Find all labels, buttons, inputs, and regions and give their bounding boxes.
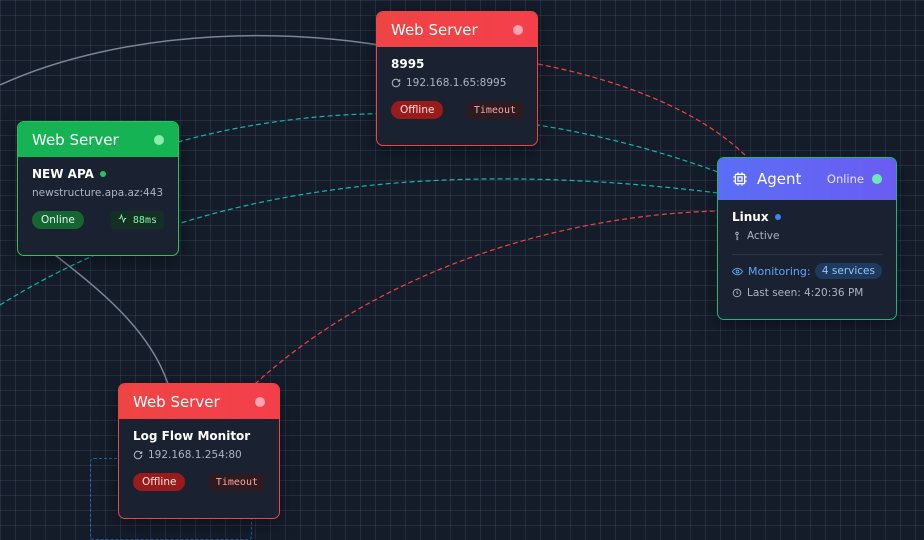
agent-header-label: Agent — [757, 170, 802, 188]
status-badge: Offline — [391, 101, 444, 119]
node-header-label: Web Server — [133, 392, 220, 411]
status-dot — [513, 24, 523, 35]
status-badge: Offline — [133, 473, 186, 491]
web-server-node-new-apa[interactable]: Web Server NEW APA newstructure.apa.az:4… — [17, 121, 179, 256]
node-header: Web Server — [119, 384, 279, 419]
refresh-icon — [133, 450, 143, 460]
node-header-label: Web Server — [32, 130, 119, 149]
edge-gray-lower — [54, 254, 169, 385]
status-dot — [872, 174, 882, 184]
divider — [732, 254, 882, 255]
online-indicator — [99, 171, 106, 177]
last-seen: Last seen: 4:20:36 PM — [732, 287, 882, 299]
status-dot — [154, 134, 164, 145]
clock-icon — [732, 288, 742, 298]
node-header: Web Server — [377, 12, 537, 47]
node-title: NEW APA — [32, 167, 164, 181]
agent-header: Agent Online — [718, 158, 896, 200]
edge-teal-2 — [0, 178, 719, 306]
os-indicator — [774, 214, 781, 220]
key-icon — [735, 231, 739, 241]
latency-chip: 88ms — [110, 211, 164, 229]
agent-state: Active — [732, 230, 882, 242]
node-address: newstructure.apa.az:443 — [32, 187, 164, 199]
refresh-icon — [391, 78, 401, 88]
node-address: 192.168.1.65:8995 — [391, 77, 523, 89]
services-count-badge: 4 services — [814, 263, 882, 279]
monitoring-row: Monitoring: 4 services — [732, 263, 882, 279]
node-address: 192.168.1.254:80 — [133, 449, 265, 461]
agent-os: Linux — [732, 210, 882, 224]
status-dot — [255, 396, 265, 407]
node-title: Log Flow Monitor — [133, 429, 251, 443]
status-badge: Online — [32, 211, 84, 229]
edge-red-2 — [254, 210, 719, 385]
latency-chip: Timeout — [466, 101, 523, 119]
web-server-node-8995[interactable]: Web Server 8995 192.168.1.65:8995 Offlin… — [376, 11, 538, 146]
agent-node[interactable]: Agent Online Linux Active Monitoring: 4 … — [717, 157, 897, 320]
eye-icon — [732, 267, 743, 275]
edge-teal-1 — [177, 112, 719, 173]
latency-chip: Timeout — [208, 473, 265, 491]
activity-icon — [118, 213, 127, 224]
node-header: Web Server — [18, 122, 178, 157]
cpu-icon — [733, 172, 747, 186]
web-server-node-log-flow-monitor[interactable]: Web Server Log Flow Monitor 192.168.1.25… — [118, 383, 280, 519]
agent-status-text: Online — [826, 172, 864, 186]
node-header-label: Web Server — [391, 20, 478, 39]
edge-red-1 — [537, 63, 749, 159]
node-title: 8995 — [391, 57, 425, 71]
